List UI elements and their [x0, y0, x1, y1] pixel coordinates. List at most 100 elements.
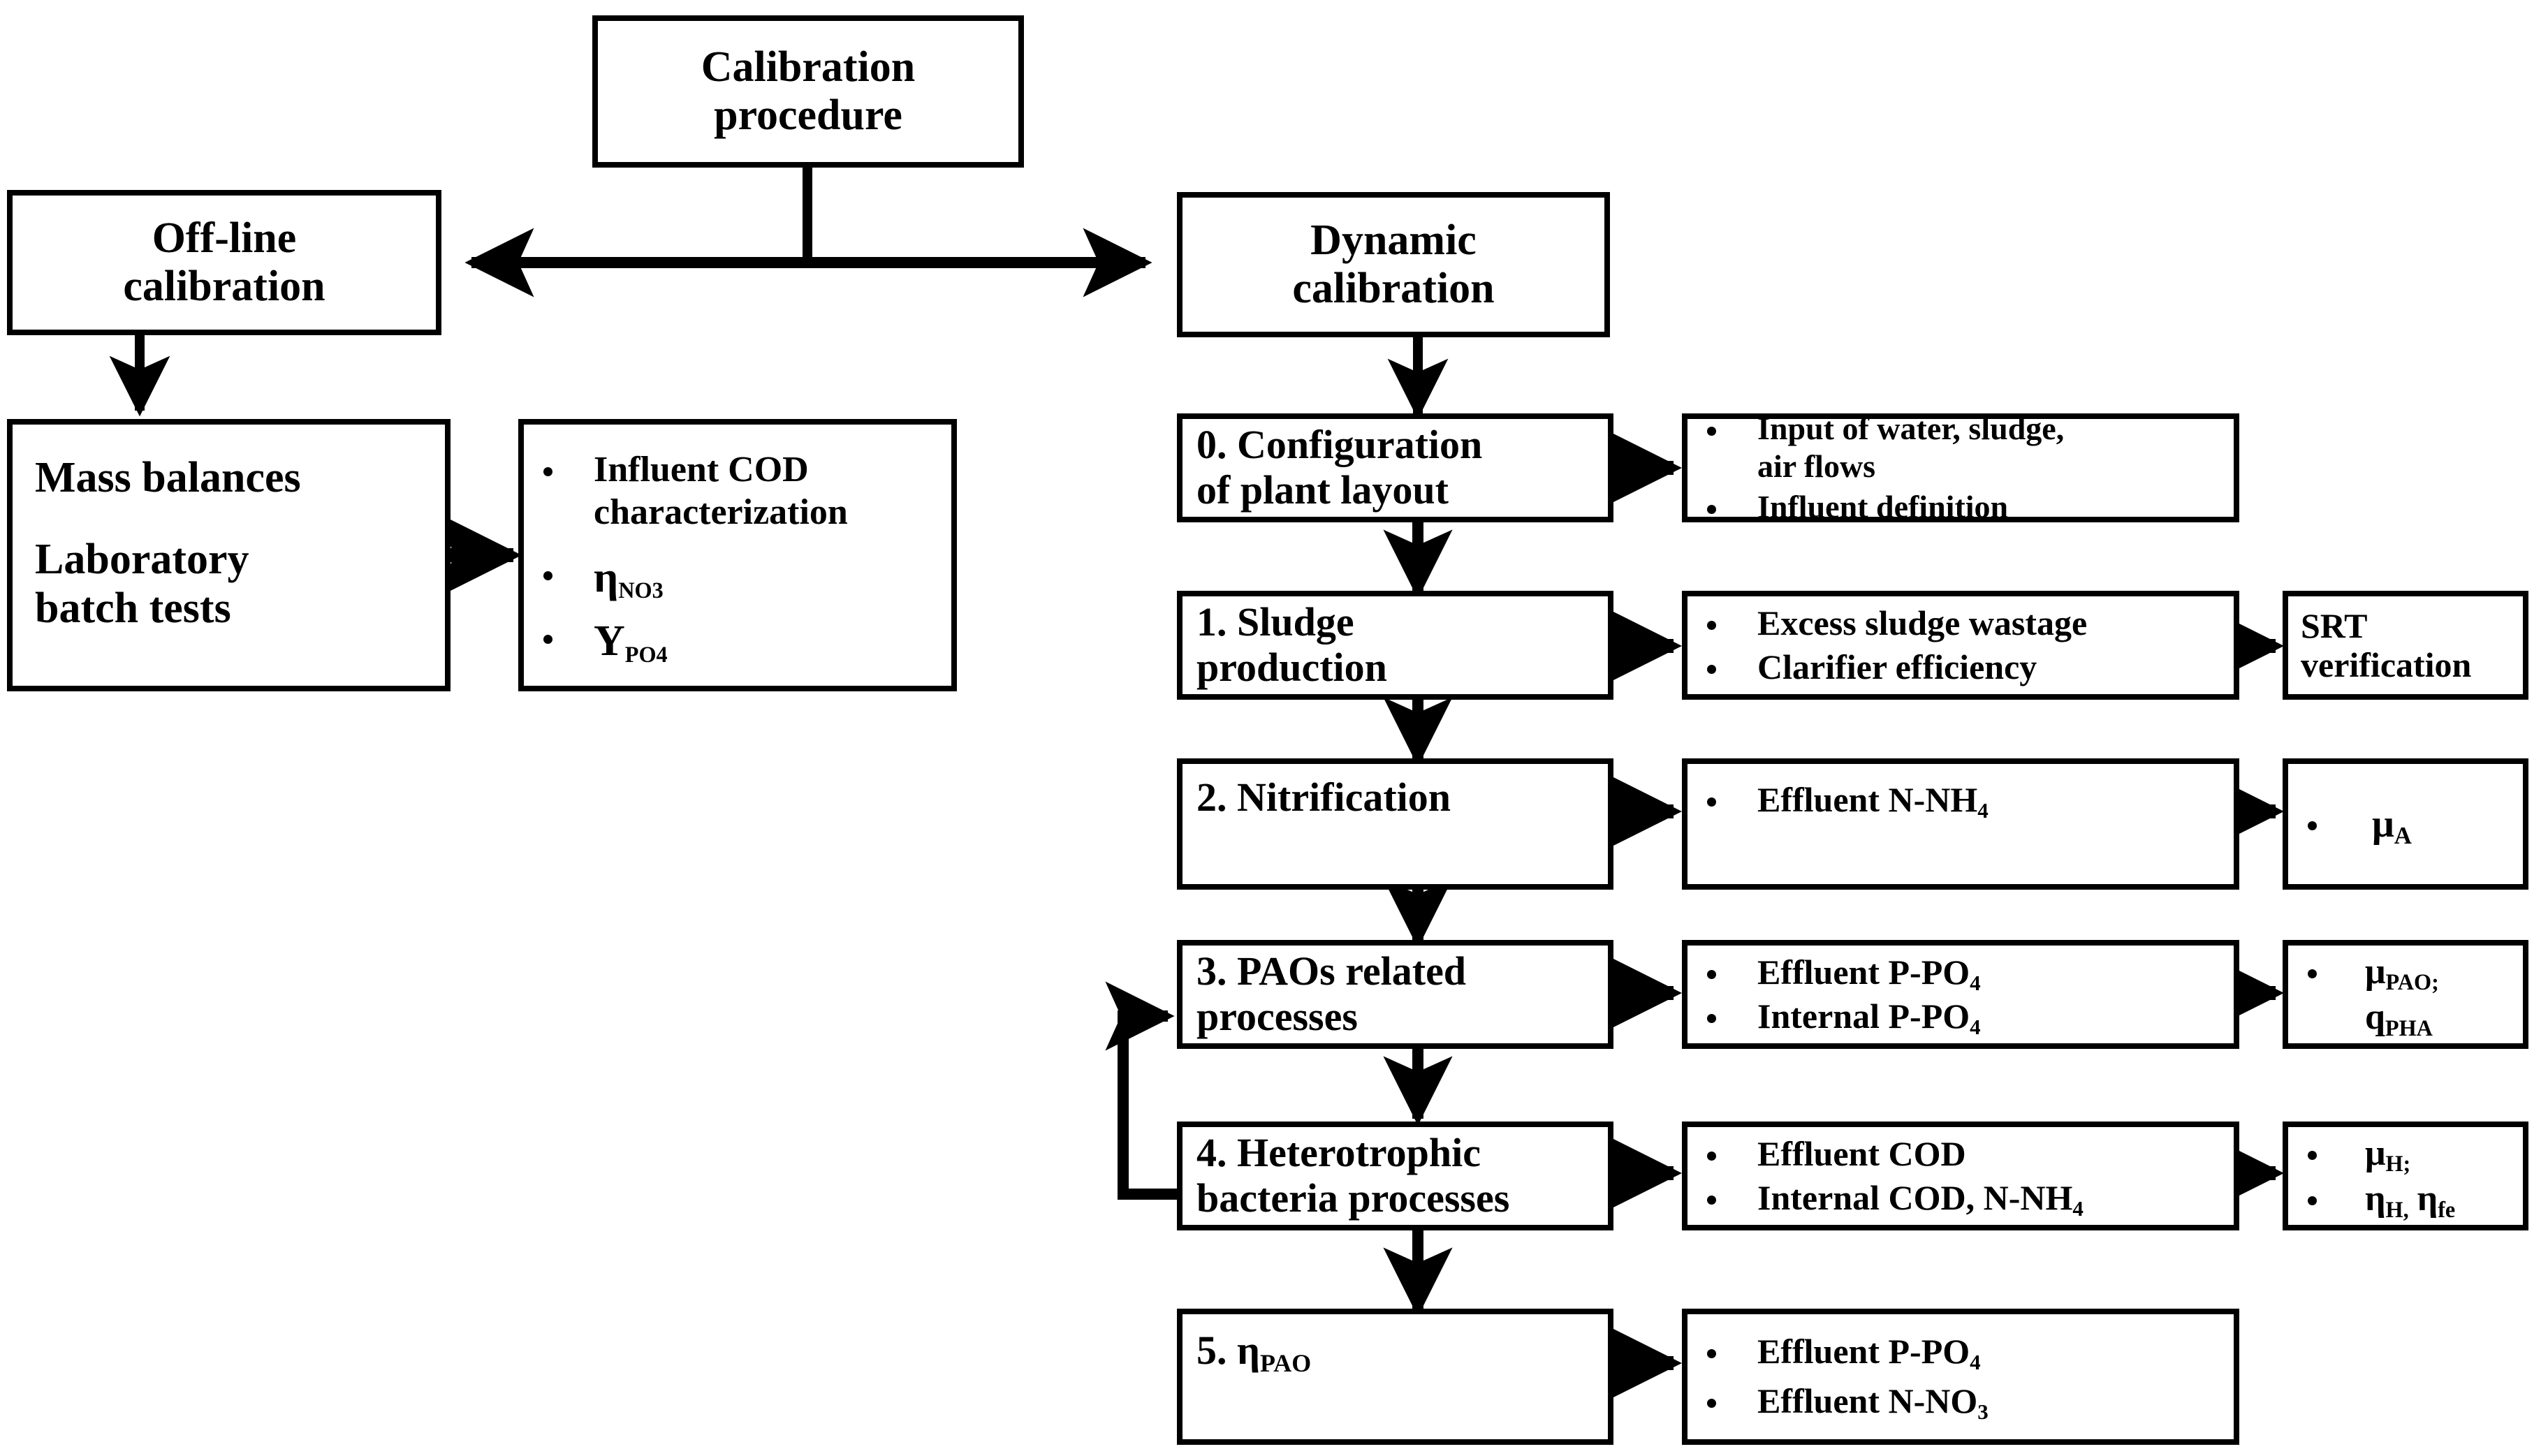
list-item: Effluent N-NH4: [1687, 779, 2234, 823]
step-1-parameter-line-2: verification: [2301, 645, 2472, 684]
step-4-output-2-base: Internal COD, N-NH: [1757, 1178, 2073, 1217]
offline-output-1-line-2: characterization: [594, 492, 848, 533]
step-4-parameter-1-sub: H;: [2385, 1151, 2411, 1177]
list-item: μH;: [2288, 1132, 2523, 1177]
list-item: ηH,ηfe: [2288, 1177, 2523, 1222]
step-5-output-1-base: Effluent P-PO: [1757, 1332, 1970, 1371]
step-1-output-1: Excess sludge wastage: [1757, 603, 2088, 642]
step-5-output-2-sub: 3: [1977, 1399, 1989, 1425]
step-4-line-2: bacteria processes: [1196, 1175, 1510, 1221]
step-1-box: 1. Sludge production: [1177, 591, 1613, 700]
step-4-outputs-list: Effluent COD Internal COD, N-NH4: [1687, 1133, 2234, 1221]
list-item: Effluent P-PO4: [1687, 1331, 2234, 1375]
step-0-output-2: Influent definition: [1757, 489, 2009, 525]
list-item: ηNO3: [524, 552, 951, 603]
step-4-parameter-2-base: η: [2365, 1179, 2386, 1219]
step-1-line-1: 1. Sludge: [1196, 599, 1354, 645]
step-3-output-1-sub: 4: [1970, 971, 1981, 996]
offline-output-3-base: Y: [594, 617, 625, 665]
step-4-parameter-2-sub-2: fe: [2438, 1196, 2456, 1222]
list-item: Clarifier efficiency: [1687, 647, 2234, 688]
offline-calibration-line-2: calibration: [123, 263, 325, 310]
step-0-outputs-list: Input of water, sludge, air flows Influe…: [1687, 410, 2234, 527]
step-5-output-1-sub: 4: [1970, 1350, 1981, 1375]
bullet-dot-icon: [1707, 505, 1716, 515]
step-3-parameter-2-sub: PHA: [2385, 1015, 2433, 1040]
step-2-line-1: 2. Nitrification: [1196, 774, 1451, 820]
step-3-outputs-box: Effluent P-PO4 Internal P-PO4: [1682, 940, 2239, 1049]
list-item: qPHA: [2288, 996, 2523, 1040]
step-2-outputs-list: Effluent N-NH4: [1687, 779, 2234, 823]
step-3-line-1: 3. PAOs related: [1196, 948, 1467, 994]
step-2-outputs-box: Effluent N-NH4: [1682, 758, 2239, 890]
list-item: Effluent N-NO3: [1687, 1381, 2234, 1425]
bullet-dot-icon: [1707, 621, 1716, 630]
step-3-output-2-sub: 4: [1970, 1015, 1981, 1040]
bullet-dot-icon: [1707, 1014, 1716, 1023]
list-item: μA: [2288, 801, 2523, 850]
step-2-parameter-sub: A: [2394, 822, 2412, 850]
list-item: Influent definition: [1687, 488, 2234, 526]
offline-output-3-sub: PO4: [624, 641, 668, 667]
step-4-parameter-box: μH; ηH,ηfe: [2283, 1122, 2528, 1230]
bullet-dot-icon: [543, 467, 552, 477]
mass-balances-line-3: batch tests: [35, 584, 231, 632]
calibration-procedure-box: Calibration procedure: [592, 15, 1024, 168]
offline-calibration-line-1: Off-line: [152, 214, 297, 262]
dynamic-calibration-box: Dynamic calibration: [1177, 192, 1610, 337]
step-2-output-1-base: Effluent N-NH: [1757, 780, 1978, 819]
step-3-output-2-base: Internal P-PO: [1757, 997, 1970, 1036]
step-3-parameter-2-base: q: [2365, 997, 2385, 1037]
step-0-line-2: of plant layout: [1196, 467, 1449, 513]
offline-output-2-sub: NO3: [618, 578, 664, 603]
bullet-dot-icon: [1707, 665, 1716, 674]
offline-output-1-line-1: Influent COD: [594, 450, 809, 490]
step-5-output-2-base: Effluent N-NO: [1757, 1381, 1978, 1420]
bullet-dot-icon: [2308, 1196, 2317, 1206]
step-4-outputs-box: Effluent COD Internal COD, N-NH4: [1682, 1122, 2239, 1230]
step-3-output-1-base: Effluent P-PO: [1757, 953, 1970, 992]
step-5-outputs-box: Effluent P-PO4 Effluent N-NO3: [1682, 1309, 2239, 1445]
list-item: Excess sludge wastage: [1687, 603, 2234, 644]
step-2-box: 2. Nitrification: [1177, 758, 1613, 890]
step-4-output-2-sub: 4: [2072, 1196, 2084, 1221]
list-item: Effluent P-PO4: [1687, 952, 2234, 996]
calibration-procedure-line-1: Calibration: [701, 43, 916, 91]
offline-outputs-list: Influent COD characterization ηNO3 YPO4: [524, 448, 951, 667]
list-item: Effluent COD: [1687, 1133, 2234, 1175]
step-3-outputs-list: Effluent P-PO4 Internal P-PO4: [1687, 952, 2234, 1040]
step-2-parameter-base: μ: [2372, 802, 2394, 846]
step-1-outputs-box: Excess sludge wastage Clarifier efficien…: [1682, 591, 2239, 700]
step-4-output-1: Effluent COD: [1757, 1134, 1966, 1173]
step-1-parameter-line-1: SRT: [2301, 606, 2368, 645]
step-4-line-1: 4. Heterotrophic: [1196, 1130, 1481, 1176]
step-1-output-2: Clarifier efficiency: [1757, 647, 2037, 686]
step-3-line-2: processes: [1196, 994, 1358, 1039]
mass-balances-line-2: Laboratory: [35, 536, 249, 584]
mass-balances-line-1: Mass balances: [35, 454, 301, 501]
step-4-parameter-1-base: μ: [2365, 1133, 2386, 1173]
list-item: Input of water, sludge, air flows: [1687, 410, 2234, 486]
step-4-box: 4. Heterotrophic bacteria processes: [1177, 1122, 1613, 1230]
dynamic-calibration-line-1: Dynamic: [1310, 216, 1477, 264]
bullet-dot-icon: [2308, 1150, 2317, 1160]
step-4-parameter-2-base-2: η: [2417, 1179, 2438, 1219]
list-item: Internal COD, N-NH4: [1687, 1177, 2234, 1221]
bullet-dot-icon: [1707, 797, 1716, 807]
list-item: μPAO;: [2288, 950, 2523, 994]
step-3-box: 3. PAOs related processes: [1177, 940, 1613, 1049]
dynamic-calibration-line-2: calibration: [1292, 265, 1495, 312]
step-0-box: 0. Configuration of plant layout: [1177, 413, 1613, 522]
step-3-parameter-box: μPAO; qPHA: [2283, 940, 2528, 1049]
step-3-parameter-list: μPAO; qPHA: [2288, 950, 2523, 1040]
step-5-line-1: 5. ηPAO: [1196, 1328, 1312, 1377]
step-5-box: 5. ηPAO: [1177, 1309, 1613, 1445]
bullet-dot-icon: [1707, 1152, 1716, 1161]
step-3-parameter-1-base: μ: [2365, 951, 2386, 992]
offline-outputs-box: Influent COD characterization ηNO3 YPO4: [518, 419, 957, 691]
step-5-line-1-sub: PAO: [1259, 1348, 1312, 1377]
calibration-procedure-line-2: procedure: [714, 91, 902, 139]
step-1-outputs-list: Excess sludge wastage Clarifier efficien…: [1687, 603, 2234, 688]
step-1-parameter-box: SRT verification: [2283, 591, 2528, 700]
offline-output-2-base: η: [594, 553, 619, 601]
